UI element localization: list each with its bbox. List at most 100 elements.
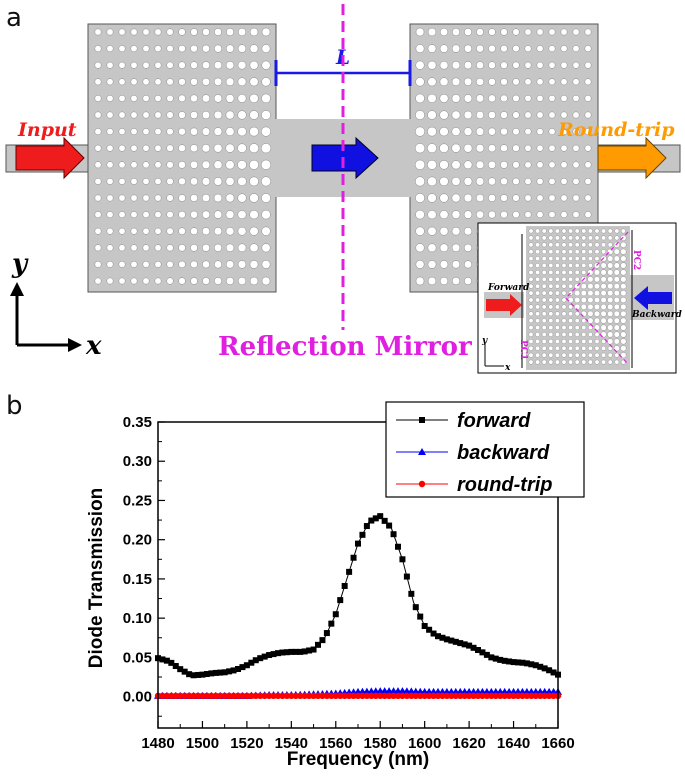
inset-hole [555,228,560,234]
lattice-hole [166,127,174,136]
lattice-hole [106,260,114,268]
lattice-hole [106,144,114,152]
inset-hole [588,263,593,268]
inset-hole [568,263,573,268]
lattice-hole [488,111,496,119]
inset-hole [621,228,626,234]
inset-hole [587,310,594,317]
inset-hole [541,228,547,234]
lattice-hole [463,61,473,70]
lattice-hole [94,78,102,86]
data-point [181,668,188,675]
inset-hole [541,263,547,268]
lattice-hole [572,61,580,69]
lattice-hole [476,77,484,86]
lattice-hole [463,227,473,236]
inset-hole [581,256,587,261]
inset-hole [574,263,580,268]
lattice-hole [584,211,592,219]
inset-hole [588,242,593,248]
x-tick-label: 1560 [319,735,352,752]
lattice-hole [130,177,138,185]
inset-hole [541,311,547,317]
inset-hole [548,352,554,358]
inset-hole [528,297,534,303]
lattice-hole [261,60,271,70]
data-point [314,692,322,700]
data-point [359,531,366,538]
inset-hole [528,263,534,268]
inset-hole [581,339,587,344]
inset-hole [528,283,534,289]
data-point [257,692,264,700]
lattice-hole [261,44,271,54]
inset-hole [555,339,560,344]
inset-hole [614,352,620,358]
lattice-hole [548,161,556,169]
lattice-hole [118,78,126,86]
data-point [212,692,219,700]
inset-hole [613,290,620,297]
lattice-hole [560,161,568,169]
inset-hole [600,290,607,297]
inset-hole [574,249,580,255]
inset-hole [528,276,534,282]
inset-hole [613,345,620,352]
inset-hole [561,318,567,324]
data-point [532,692,539,700]
panel-a-letter: a [6,3,22,33]
lattice-hole [154,111,162,119]
data-point [537,692,544,700]
lattice-hole [94,28,102,36]
lattice-hole [439,176,449,187]
lattice-hole [214,44,222,53]
inset-hole [620,331,627,338]
x-tick-label: 1540 [275,735,308,752]
lattice-hole [548,128,556,136]
lattice-hole [500,144,508,153]
inset-hole [528,339,534,344]
lattice-hole [118,277,126,285]
inset-hole [555,235,560,241]
lattice-hole [225,44,235,53]
inset-hole [568,318,573,324]
data-point [510,659,517,666]
lattice-hole [118,61,126,69]
data-point [266,652,273,659]
lattice-hole [451,61,461,70]
lattice-hole [213,61,223,70]
lattice-hole [488,210,496,219]
data-point [283,649,290,656]
data-point [172,692,179,700]
data-point [225,692,233,700]
lattice-hole [524,111,532,119]
lattice-hole [225,210,235,219]
lattice-hole [118,45,126,53]
lattice-hole [572,161,580,169]
lattice-hole [439,60,449,70]
lattice-hole [118,227,126,235]
lattice-hole [249,176,259,187]
data-point [475,647,481,654]
lattice-hole [201,110,211,120]
inset-hole [607,290,614,297]
lattice-hole [572,177,580,185]
lattice-hole [118,211,126,219]
lattice-hole [106,111,114,119]
inset-hole [541,339,547,344]
inset-hole [574,228,580,234]
inset-hole [535,345,540,351]
lattice-hole [94,211,102,219]
data-point [190,672,197,679]
inset-hole [594,276,600,283]
lattice-hole [261,27,271,37]
inset-hole [588,325,593,330]
data-point [479,692,486,700]
lattice-hole [213,193,223,203]
data-point [283,692,291,700]
data-point [372,692,379,700]
lattice-hole [488,61,496,70]
lattice-hole [260,159,272,170]
inset-hole [568,332,573,337]
y-tick-label: 0.35 [123,414,152,431]
